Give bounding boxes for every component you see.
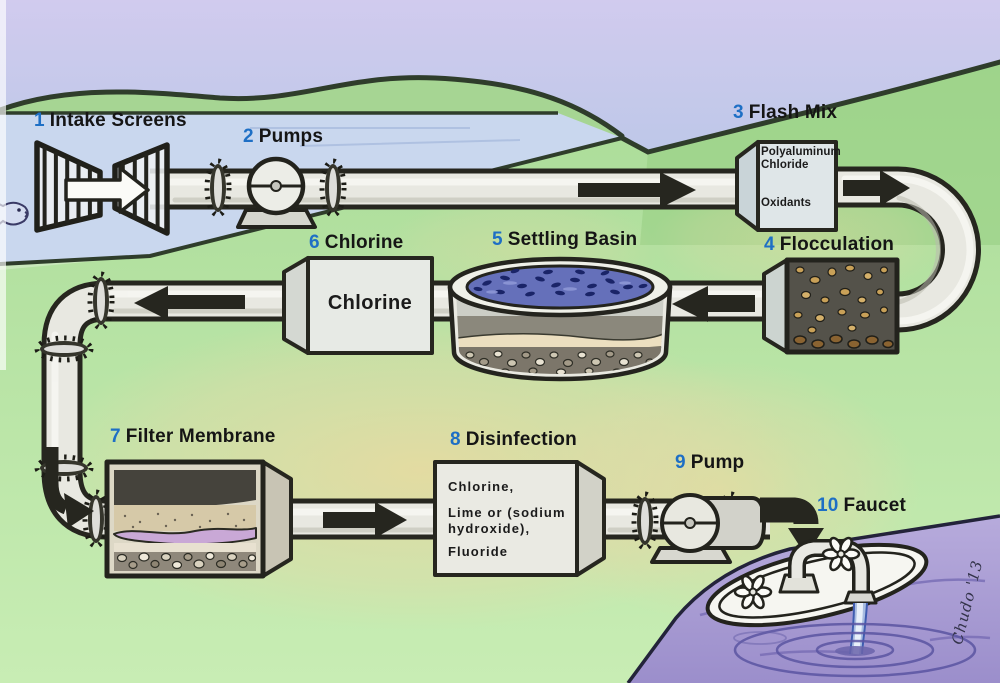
floc-sediment: [793, 334, 894, 349]
step-number: 1: [34, 110, 45, 131]
step-name: Pump: [690, 452, 745, 473]
flash-mix-chemical-2: Oxidants: [761, 197, 812, 209]
step-number: 3: [733, 102, 744, 123]
step-number: 5: [492, 229, 503, 250]
flow-arrows: [45, 170, 910, 538]
flow-arrow-3: [672, 286, 755, 322]
flash-mix-box: [735, 140, 838, 232]
paper-edge: [0, 0, 6, 370]
flocculation-box: [762, 257, 900, 355]
step-name: Disinfection: [465, 429, 577, 450]
step-name: Flocculation: [779, 234, 895, 255]
flow-arrow-1: [578, 172, 696, 208]
step-number: 6: [309, 232, 320, 253]
settling-basin: [447, 256, 673, 382]
faucet-icon: [705, 534, 977, 678]
step-name: Intake Screens: [49, 110, 187, 131]
disinfection-chemical-3: Fluoride: [448, 544, 509, 559]
pump-9: [650, 493, 824, 564]
disinfection-chemical-1: Chlorine,: [448, 479, 515, 494]
pump-2: [236, 156, 317, 229]
basin-water: [465, 264, 655, 310]
flow-arrow-4: [134, 286, 245, 320]
filter-membrane-box: [104, 459, 293, 579]
step-number: 2: [243, 126, 254, 147]
floc-particles: [793, 264, 889, 334]
membrane-strip: [113, 527, 257, 546]
intake-flow-arrow: [64, 166, 150, 214]
chlorine-box-label: Chlorine: [327, 292, 413, 314]
step-name: Settling Basin: [507, 229, 638, 250]
step-number: 8: [450, 429, 461, 450]
flash-mix-chemical-1: Polyaluminum Chloride: [761, 146, 841, 172]
step-name: Pumps: [258, 126, 324, 147]
disinfection-box: [433, 460, 606, 577]
intake-screens: [34, 140, 170, 236]
flow-arrow-5: [323, 502, 407, 538]
ripples: [733, 622, 977, 678]
chlorine-box: [282, 256, 434, 355]
step-number: 9: [675, 452, 686, 473]
basin-floc-specks: [473, 268, 648, 297]
step-name: Flash Mix: [748, 102, 838, 123]
step-number: 4: [764, 234, 775, 255]
flow-arrow-elbow: [45, 447, 94, 528]
step-name: Filter Membrane: [125, 426, 276, 447]
step-number: 7: [110, 426, 121, 447]
step-number: 10: [817, 495, 839, 516]
step-name: Faucet: [843, 495, 906, 516]
disinfection-chemical-2: Lime or (sodium hydroxide),: [448, 505, 566, 536]
step-name: Chlorine: [324, 232, 404, 253]
flow-arrow-2: [843, 170, 910, 206]
filter-gravel: [116, 551, 257, 570]
